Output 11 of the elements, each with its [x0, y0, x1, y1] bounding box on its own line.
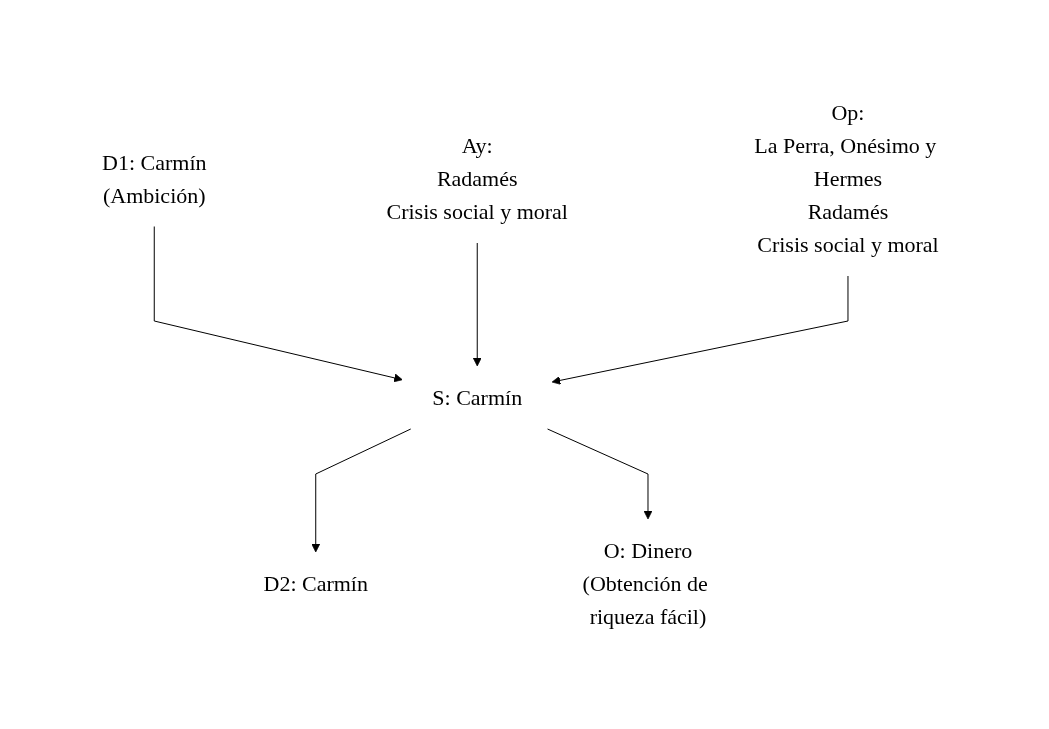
arrow — [551, 275, 848, 385]
arrow — [153, 226, 403, 383]
arrow — [546, 428, 652, 520]
node-text: D1: Carmín (Ambición) — [101, 149, 206, 208]
node-text: Op: La Perra, Onésimo y Hermes Radamés Crisis social y moral — [753, 100, 939, 257]
arrow — [472, 242, 482, 367]
node-text: S: Carmín — [431, 385, 522, 410]
node-text: Ay: Radamés Crisis social y moral — [386, 133, 568, 224]
arrow — [310, 428, 411, 553]
node-text: D2: Carmín — [263, 571, 368, 596]
node-text: O: Dinero (Obtención de riqueza fácil) — [582, 538, 708, 629]
